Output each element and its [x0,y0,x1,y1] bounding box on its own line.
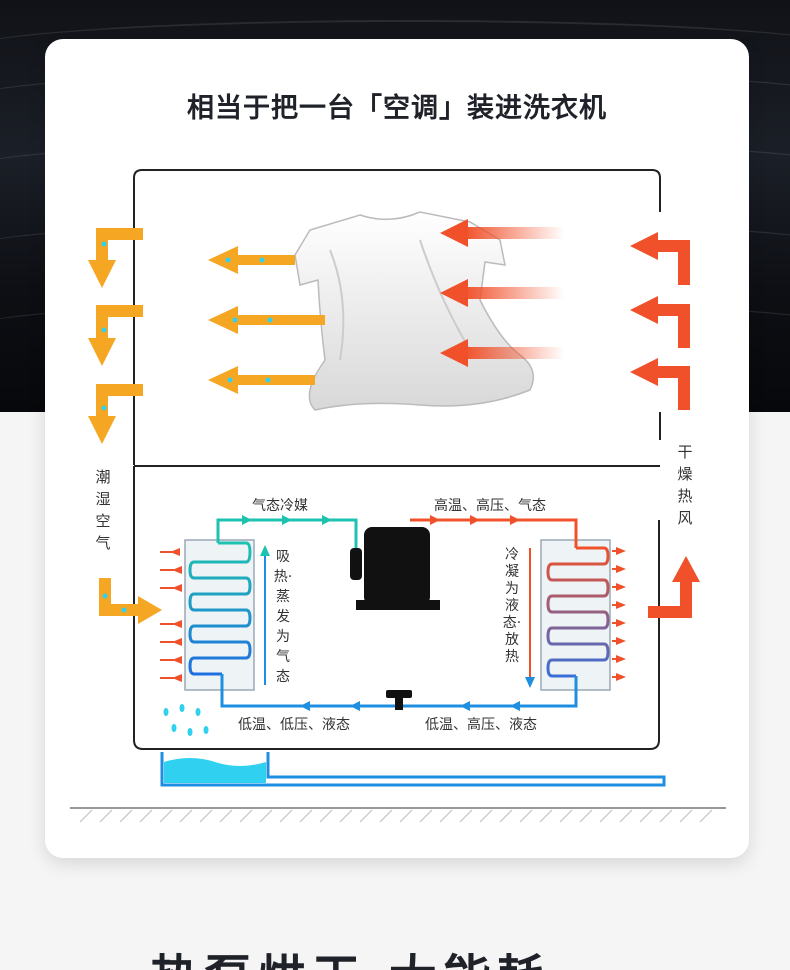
condense-heat-label: 冷凝为液态·放热 [502,547,522,665]
left-humid-arrows [88,228,162,624]
right-hot-arrows [630,232,700,618]
heat-pump-diagram [70,169,726,823]
water-drops [163,704,209,736]
condenser-coil [540,539,611,691]
bent-arrow-2 [88,305,143,366]
right-bent-2 [630,296,690,348]
hot-air-arrows [440,219,564,367]
right-up-arrow [648,556,700,618]
humid-air-label: 潮湿空气 [95,468,111,552]
coil-side-arrows [160,547,626,682]
moist-arrow-3 [208,366,315,394]
pipe-flow-arrows [242,515,520,711]
content-card [45,39,749,858]
compressor-icon [350,527,440,610]
high-temp-gas-label: 高温、高压、气态 [434,498,546,514]
hot-arrow-2 [440,279,564,307]
moist-arrow-2 [208,306,325,334]
moist-arrow-1 [208,246,295,274]
right-bent-1 [630,232,690,285]
absorb-heat-label: 吸热·蒸发为气态 [273,549,293,685]
shirt-icon [294,211,535,411]
expansion-valve-icon [386,690,412,710]
evaporator-coil [184,539,255,691]
low-temp-liquid-label: 低温、低压、液态 [238,717,350,733]
low-temp-high-pressure-label: 低温、高压、液态 [425,717,537,733]
moist-air-arrows [208,246,325,394]
drum-outline [133,169,661,750]
bent-arrow-into-evaporator [99,578,162,624]
bottom-caption-cropped: 热泵烘干 大能耗 [0,930,790,970]
bent-arrow-3 [88,384,143,444]
floor [70,807,726,823]
gas-refrigerant-label: 气态冷媒 [252,498,308,514]
page-title: 相当于把一台「空调」装进洗衣机 [187,93,607,124]
right-bent-3 [630,358,690,410]
hot-arrow-3 [440,339,564,367]
hot-arrow-1 [440,219,564,247]
dry-hot-air-label: 干燥热风 [677,443,693,527]
water-tank [160,752,666,787]
bottom-caption: 热泵烘干 大能耗 [150,938,551,970]
bent-arrow-1 [88,228,143,288]
